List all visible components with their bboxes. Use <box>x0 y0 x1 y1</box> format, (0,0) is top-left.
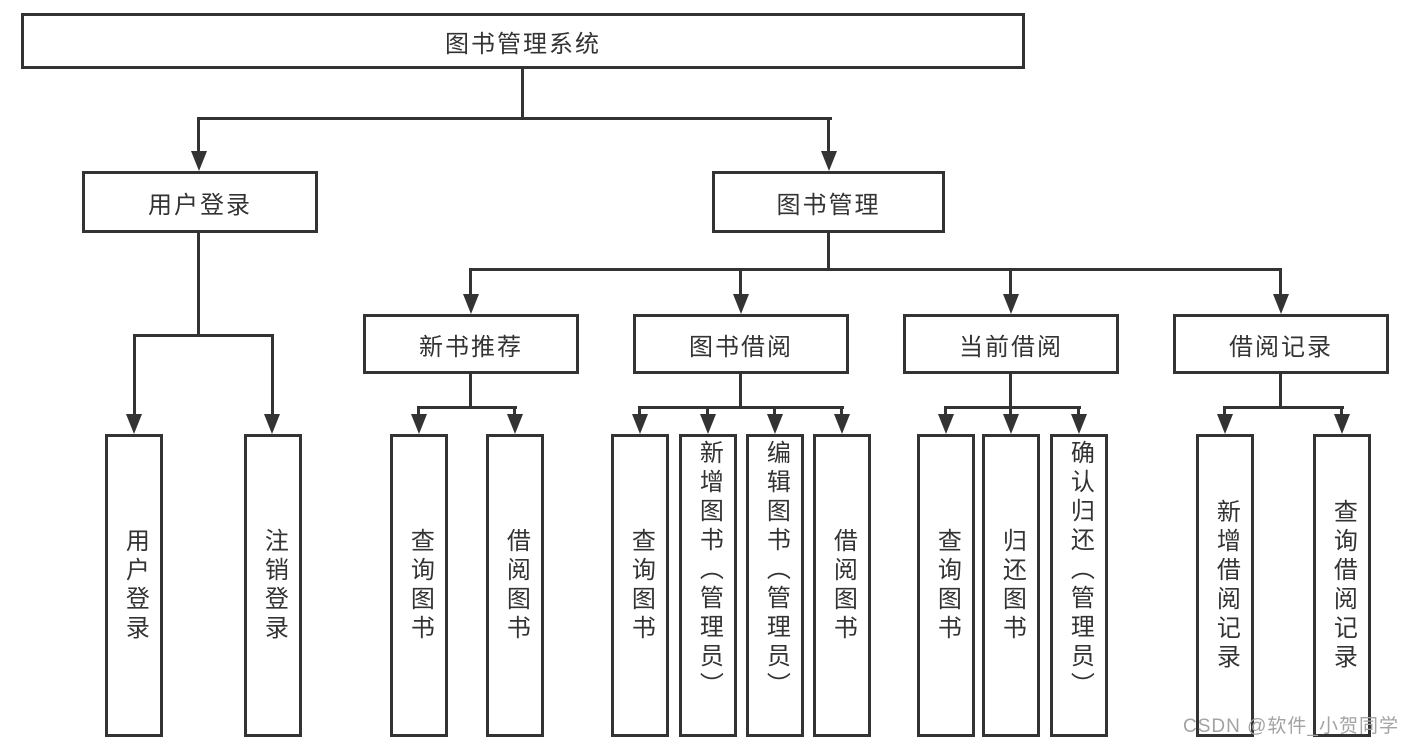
connector-line <box>271 334 274 415</box>
connector-line <box>197 233 200 336</box>
node-book-management-label: 图书管理 <box>776 191 881 219</box>
connector-line <box>1009 268 1012 295</box>
connector-line <box>469 268 1282 271</box>
arrowhead-down-icon <box>1334 414 1350 434</box>
connector-line <box>739 374 742 408</box>
arrowhead-down-icon <box>463 294 479 314</box>
leaf-current-confirm-return-admin-label: 确认归还（管理员） <box>1066 440 1094 701</box>
leaf-current-query-books: 查询图书 <box>917 434 975 737</box>
connector-line <box>638 406 844 409</box>
arrowhead-down-icon <box>1003 294 1019 314</box>
connector-line <box>513 406 516 416</box>
connector-line <box>197 117 832 120</box>
leaf-records-add-record-label: 新增借阅记录 <box>1212 498 1240 673</box>
connector-line <box>133 334 274 337</box>
connector-line <box>1340 406 1343 416</box>
node-user-login-label: 用户登录 <box>148 191 252 219</box>
leaf-logout: 注销登录 <box>244 434 302 737</box>
leaf-borrow-borrow-books: 借阅图书 <box>813 434 871 737</box>
connector-line <box>944 406 1081 409</box>
node-book-borrow: 图书借阅 <box>633 314 849 374</box>
arrowhead-down-icon <box>834 414 850 434</box>
connector-line <box>1009 406 1012 416</box>
arrowhead-down-icon <box>632 414 648 434</box>
leaf-user-login: 用户登录 <box>105 434 163 737</box>
arrowhead-down-icon <box>1217 414 1233 434</box>
leaf-borrow-borrow-books-label: 借阅图书 <box>829 527 857 644</box>
connector-line <box>773 406 776 416</box>
connector-line <box>827 117 830 153</box>
leaf-borrow-edit-books-admin-label: 编辑图书（管理员） <box>762 440 790 701</box>
leaf-recommend-query-books: 查询图书 <box>390 434 448 737</box>
arrowhead-down-icon <box>1003 414 1019 434</box>
connector-line <box>1279 374 1282 408</box>
leaf-current-return-books-label: 归还图书 <box>998 527 1026 644</box>
arrowhead-down-icon <box>411 414 427 434</box>
connector-line <box>417 406 517 409</box>
arrowhead-down-icon <box>191 151 207 171</box>
connector-line <box>469 268 472 295</box>
connector-line <box>638 406 641 416</box>
connector-line <box>706 406 709 416</box>
arrowhead-down-icon <box>1071 414 1087 434</box>
connector-line <box>1223 406 1344 409</box>
arrowhead-down-icon <box>507 414 523 434</box>
arrowhead-down-icon <box>126 414 142 434</box>
leaf-records-query-record: 查询借阅记录 <box>1313 434 1371 737</box>
node-new-book-recommend-label: 新书推荐 <box>419 333 523 361</box>
arrowhead-down-icon <box>733 294 749 314</box>
connector-line <box>827 233 830 270</box>
connector-line <box>840 406 843 416</box>
connector-line <box>944 406 947 416</box>
arrowhead-down-icon <box>767 414 783 434</box>
connector-line <box>1009 374 1012 408</box>
leaf-current-query-books-label: 查询图书 <box>933 527 961 644</box>
leaf-recommend-borrow-books: 借阅图书 <box>486 434 544 737</box>
leaf-borrow-query-books-label: 查询图书 <box>627 527 655 644</box>
node-current-borrow: 当前借阅 <box>903 314 1119 374</box>
node-new-book-recommend: 新书推荐 <box>363 314 579 374</box>
connector-line <box>1223 406 1226 416</box>
leaf-current-return-books: 归还图书 <box>982 434 1040 737</box>
csdn-watermark: CSDN @软件_小贺同学 <box>1183 716 1399 737</box>
connector-line <box>469 374 472 408</box>
node-book-borrow-label: 图书借阅 <box>689 333 793 361</box>
leaf-records-query-record-label: 查询借阅记录 <box>1329 498 1357 673</box>
arrowhead-down-icon <box>938 414 954 434</box>
connector-line <box>1077 406 1080 416</box>
leaf-borrow-add-books-admin-label: 新增图书（管理员） <box>695 440 723 701</box>
leaf-borrow-add-books-admin: 新增图书（管理员） <box>679 434 737 737</box>
node-root: 图书管理系统 <box>21 13 1025 69</box>
leaf-logout-label: 注销登录 <box>260 527 288 644</box>
arrowhead-down-icon <box>264 414 280 434</box>
arrowhead-down-icon <box>1273 294 1289 314</box>
leaf-borrow-edit-books-admin: 编辑图书（管理员） <box>746 434 804 737</box>
node-user-login: 用户登录 <box>82 171 318 233</box>
arrowhead-down-icon <box>700 414 716 434</box>
connector-line <box>133 334 136 415</box>
node-root-label: 图书管理系统 <box>445 30 601 58</box>
node-borrow-records: 借阅记录 <box>1173 314 1389 374</box>
leaf-borrow-query-books: 查询图书 <box>611 434 669 737</box>
connector-line <box>739 268 742 295</box>
leaf-recommend-borrow-books-label: 借阅图书 <box>502 527 530 644</box>
connector-line <box>521 69 524 119</box>
leaf-current-confirm-return-admin: 确认归还（管理员） <box>1050 434 1108 737</box>
connector-line <box>1279 268 1282 295</box>
node-book-management: 图书管理 <box>712 171 945 233</box>
arrowhead-down-icon <box>821 151 837 171</box>
node-current-borrow-label: 当前借阅 <box>959 333 1063 361</box>
connector-line <box>417 406 420 416</box>
leaf-records-add-record: 新增借阅记录 <box>1196 434 1254 737</box>
connector-line <box>197 117 200 153</box>
leaf-recommend-query-books-label: 查询图书 <box>406 527 434 644</box>
node-borrow-records-label: 借阅记录 <box>1229 333 1333 361</box>
leaf-user-login-label: 用户登录 <box>121 527 149 644</box>
